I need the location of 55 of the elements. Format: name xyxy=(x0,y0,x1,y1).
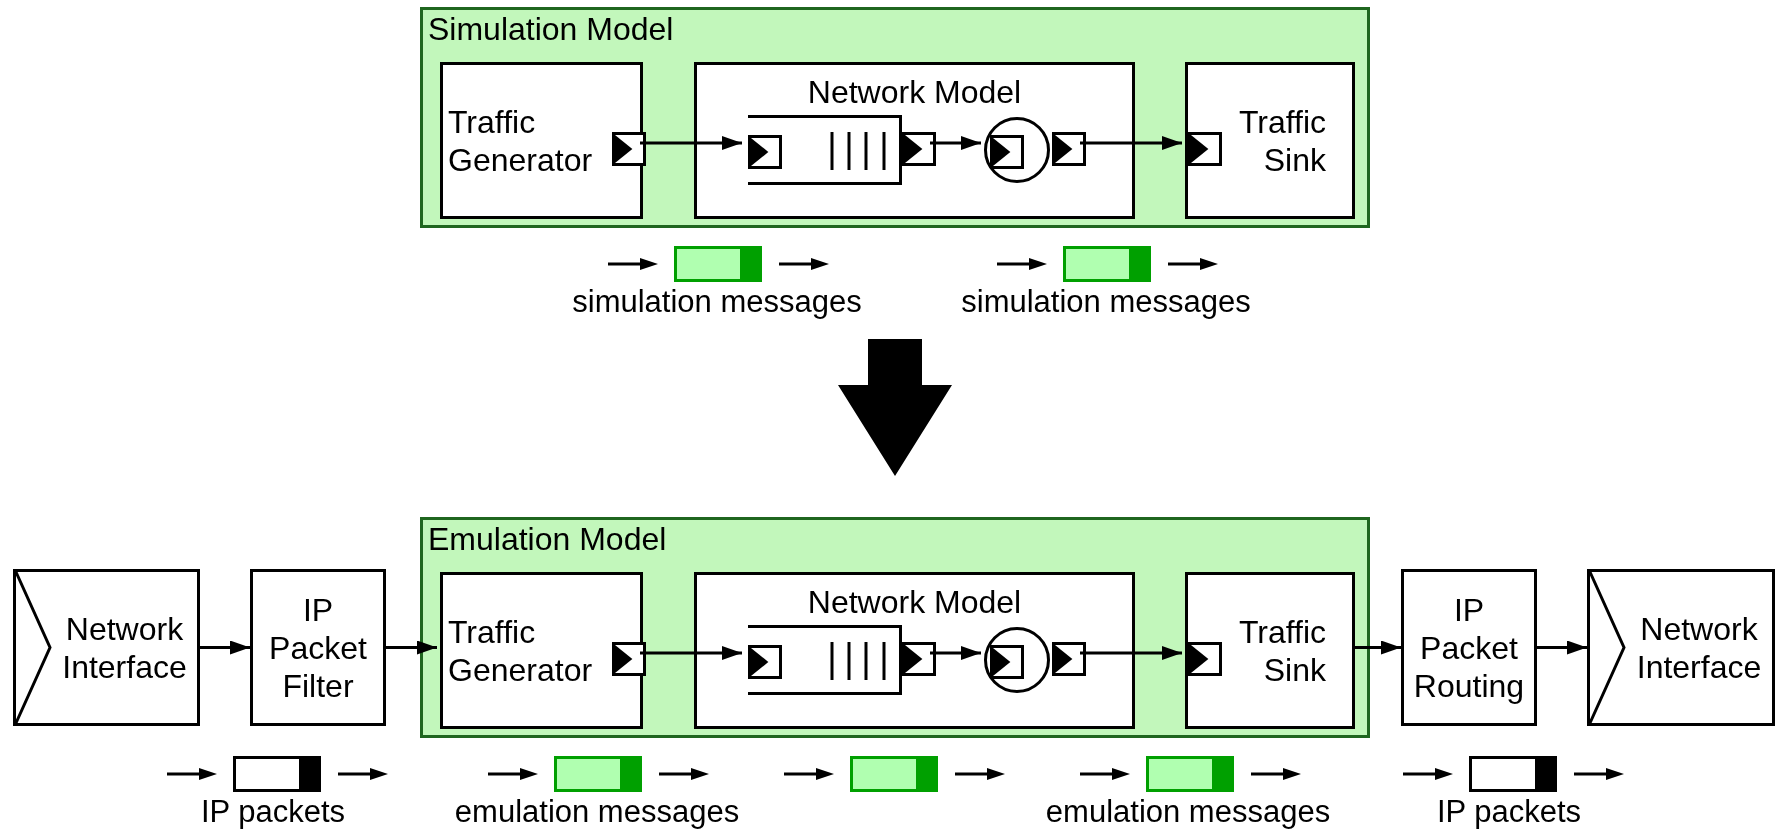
arrow xyxy=(200,640,250,655)
box-label: IP Packet Routing xyxy=(1412,590,1526,705)
packet-caption: IP packets xyxy=(200,794,346,830)
box-label: Traffic Generator xyxy=(448,102,594,179)
panel-title: Emulation Model xyxy=(428,520,667,558)
process-box xyxy=(440,62,643,219)
port-symbol xyxy=(748,135,782,169)
port-symbol xyxy=(990,645,1024,679)
process-box xyxy=(440,572,643,729)
box-label: Traffic Generator xyxy=(448,612,594,689)
model-panel xyxy=(420,517,1370,738)
arrow xyxy=(1080,646,1182,660)
packet-caption: simulation messages xyxy=(961,284,1251,320)
process-box xyxy=(694,62,1135,219)
port-symbol xyxy=(1052,132,1086,166)
arrow xyxy=(386,640,437,655)
process-box xyxy=(250,569,386,726)
packet-caption: emulation messages xyxy=(454,794,740,830)
arrow xyxy=(1352,640,1401,655)
packet-caption: emulation messages xyxy=(1045,794,1331,830)
arrow xyxy=(930,646,981,660)
box-label: Network Interface xyxy=(1635,609,1763,686)
port-symbol xyxy=(1188,132,1222,166)
process-box xyxy=(694,572,1135,729)
queue-symbol xyxy=(748,115,902,185)
packet-caption: IP packets xyxy=(1436,794,1582,830)
port-symbol xyxy=(1052,642,1086,676)
port-symbol xyxy=(902,642,936,676)
port-symbol xyxy=(612,642,646,676)
port-symbol xyxy=(612,132,646,166)
arrow xyxy=(640,646,742,660)
arrow xyxy=(640,136,742,150)
port-symbol xyxy=(748,645,782,679)
panel-title: Simulation Model xyxy=(428,10,674,48)
process-box xyxy=(1185,62,1355,219)
model-panel xyxy=(420,7,1370,228)
interface-box xyxy=(1587,569,1775,726)
arrow xyxy=(1080,136,1182,150)
packet-caption: simulation messages xyxy=(572,284,862,320)
box-label: Network Interface xyxy=(61,609,188,686)
port-symbol xyxy=(1188,642,1222,676)
block-arrow xyxy=(838,339,952,476)
arrow xyxy=(1537,640,1587,655)
box-label: Network Model xyxy=(806,73,1023,111)
process-box xyxy=(1401,569,1537,726)
box-label: IP Packet Filter xyxy=(268,590,368,705)
port-symbol xyxy=(990,135,1024,169)
box-label: Network Model xyxy=(806,583,1023,621)
box-label: Traffic Sink xyxy=(1237,102,1326,179)
arrow xyxy=(930,136,981,150)
box-label: Traffic Sink xyxy=(1237,612,1326,689)
process-box xyxy=(1185,572,1355,729)
port-symbol xyxy=(902,132,936,166)
interface-box xyxy=(13,569,200,726)
queue-symbol xyxy=(748,625,902,695)
